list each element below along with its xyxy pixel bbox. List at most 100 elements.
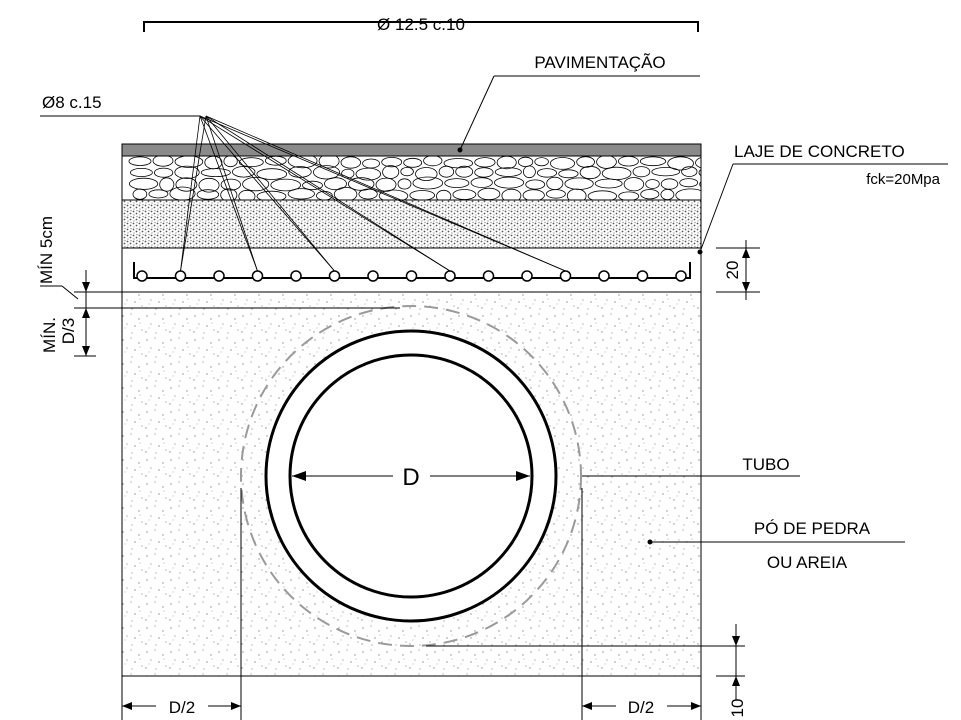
stone-shape [152, 156, 174, 167]
pipe-callout: TUBO [582, 455, 800, 477]
stone-shape [651, 167, 680, 177]
stone-shape [174, 165, 200, 179]
stone-shape [270, 178, 302, 192]
pipe-label: TUBO [742, 455, 789, 474]
concrete-slab [121, 247, 702, 293]
stone-shape [265, 156, 287, 166]
stone-shape [618, 156, 639, 167]
stone-shape [470, 177, 493, 188]
rebar-circle [174, 270, 187, 282]
stone-shape [400, 167, 414, 177]
stone-base-layer [121, 155, 702, 201]
stone-shape [200, 168, 231, 178]
rebar-leader-line [199, 115, 451, 272]
rebar-circle [405, 270, 418, 282]
rebar-leader-line [180, 115, 201, 272]
stone-shape [340, 156, 362, 169]
stone-shape [550, 157, 576, 170]
left-clearance-label: D/2 [169, 698, 195, 717]
stone-shape [154, 167, 174, 178]
stone-shape [474, 157, 496, 168]
stone-shape [196, 189, 220, 200]
stone-shape [501, 188, 522, 200]
rebar-leader-line [199, 115, 258, 272]
pavement-label: PAVIMENTAÇÃO [534, 53, 665, 72]
excavation-dashed-circle [240, 305, 582, 647]
stone-shape [288, 166, 312, 178]
bottom-cover-label: 10 [728, 699, 747, 718]
rebar-circle [290, 270, 302, 282]
small-rebar-label: Ø8 c.15 [42, 93, 102, 112]
stone-shape [632, 166, 651, 178]
stone-shape [378, 189, 409, 200]
stone-shape [517, 156, 534, 167]
stone-shape [587, 190, 618, 200]
stone-shape [238, 189, 256, 200]
rebar-circle [559, 270, 572, 282]
pipe-section [264, 329, 558, 623]
stone-shape [525, 179, 546, 190]
right-clearance-label: D/2 [628, 698, 654, 717]
stone-shape [324, 177, 347, 191]
top-rebar-label: Ø 12.5 c.10 [377, 15, 465, 34]
stone-shape [132, 188, 148, 200]
stone-shape [129, 167, 153, 177]
fill-material-callout: PÓ DE PEDRA OU AREIA [647, 519, 905, 572]
rebar-circle [598, 270, 610, 282]
stone-shape [318, 156, 340, 169]
stone-shape [312, 165, 340, 180]
stone-shape [596, 156, 617, 169]
stone-shape [594, 178, 623, 189]
stone-shape [436, 189, 452, 200]
rebar-circle [328, 270, 341, 282]
stone-shape [256, 168, 288, 180]
pipe-diameter-dimension: D [292, 464, 530, 491]
pipe-diameter-label: D [402, 464, 419, 491]
rebar-circle [251, 270, 264, 282]
rebar-leader-line [180, 115, 207, 272]
stone-shape [375, 177, 397, 192]
pavement-layer [121, 143, 702, 157]
slab-thickness-dimension: 20 [716, 240, 760, 300]
rebar-leader-line [205, 115, 335, 272]
stone-shape [699, 181, 701, 188]
stone-shape [148, 189, 169, 199]
stone-shape [534, 157, 549, 167]
min-cover-label: MÍN 5cm [37, 216, 56, 284]
stone-shape [444, 178, 470, 189]
stone-shape [238, 157, 264, 168]
small-rebar-callout: Ø8 c.15 [40, 93, 566, 272]
stone-shape [455, 165, 474, 178]
stone-shape [358, 188, 378, 200]
stone-shape [287, 188, 315, 200]
stone-shape [169, 186, 196, 200]
stone-shape [333, 187, 358, 200]
slab-title-label: LAJE DE CONCRETO [734, 142, 905, 161]
stone-shape [537, 168, 558, 178]
stone-shape [174, 156, 204, 168]
rebar-circle [367, 270, 379, 282]
stone-shape [698, 169, 701, 177]
stone-shape [128, 156, 152, 166]
stone-shape [159, 177, 175, 192]
stone-shape [341, 168, 355, 179]
stone-shape [522, 189, 545, 200]
stone-shape [640, 189, 660, 200]
min-cover-dimension: MÍN 5cm MÍN. D/3 [37, 216, 400, 357]
rebar-leader-line [205, 115, 258, 272]
min-depth-label-line2: D/3 [59, 318, 78, 344]
slab-thickness-label: 20 [723, 261, 742, 280]
stone-shape [695, 157, 701, 169]
top-rebar-marker: Ø 12.5 c.10 [143, 15, 699, 34]
stone-shape [220, 188, 238, 200]
stone-shape [242, 177, 270, 192]
rebar-leader-line [205, 115, 451, 272]
rebar-leader-line [205, 115, 566, 272]
stone-shape [667, 156, 694, 171]
stone-shape [681, 166, 698, 177]
stone-shape [302, 180, 323, 190]
stone-shape [403, 157, 423, 168]
bottom-cover-dimension: 10 [426, 624, 747, 717]
stone-shape [355, 167, 382, 181]
